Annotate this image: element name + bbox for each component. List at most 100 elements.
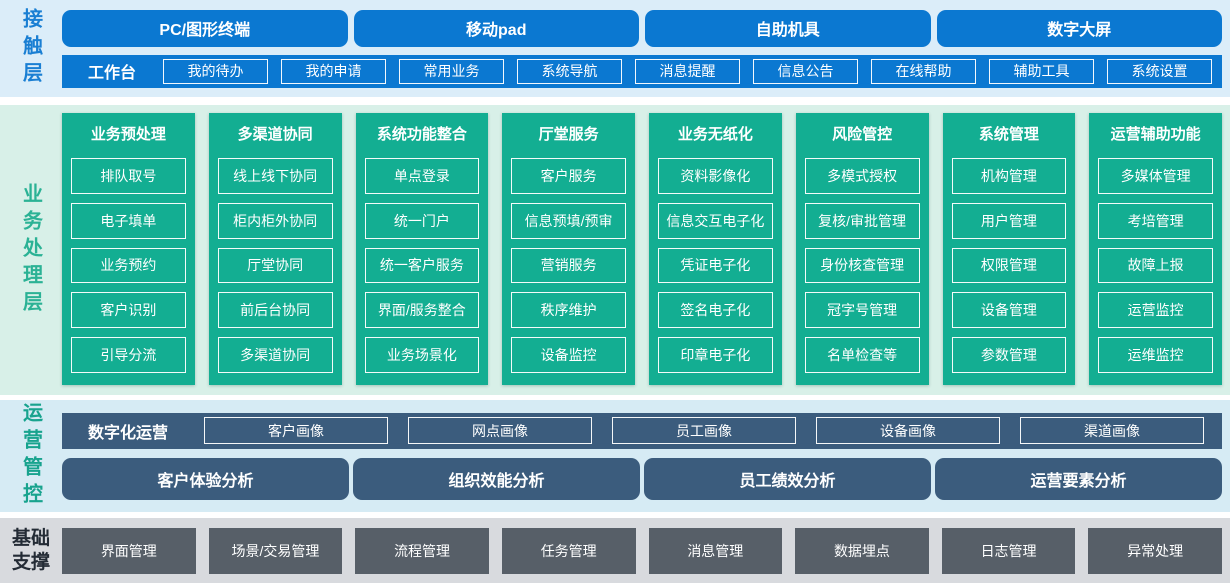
digital-operation-bar: 数字化运营 客户画像 网点画像 员工画像 设备画像 渠道画像	[62, 412, 1222, 449]
module-box: 故障上报	[1098, 247, 1213, 284]
column-hall-service: 厅堂服务 客户服务 信息预填/预审 营销服务 秩序维护 设备监控	[502, 113, 635, 385]
business-layer-label-text: 业务处理层	[19, 182, 42, 318]
analysis-operation-elements: 运营要素分析	[935, 457, 1222, 500]
digital-operation-label: 数字化运营	[88, 424, 169, 442]
contact-layer-content: PC/图形终端 移动pad 自助机具 数字大屏 工作台 我的待办 我的申请 常用…	[62, 0, 1230, 97]
base-ui-management: 界面管理	[62, 527, 196, 574]
column-paperless-business: 业务无纸化 资料影像化 信息交互电子化 凭证电子化 签名电子化 印章电子化	[649, 113, 782, 385]
column-operation-aux-functions: 运营辅助功能 多媒体管理 考培管理 故障上报 运营监控 运维监控	[1089, 113, 1222, 385]
contact-layer-label: 接触层	[0, 0, 62, 97]
module-box: 客户服务	[511, 158, 626, 194]
module-box: 参数管理	[951, 337, 1067, 373]
module-box: 厅堂协同	[217, 247, 333, 284]
workbench-item-common-business: 常用业务	[399, 58, 505, 84]
profile-branch: 网点画像	[408, 417, 593, 444]
module-box: 单点登录	[364, 158, 480, 194]
workbench-item-system-nav: 系统导航	[517, 58, 623, 84]
column-title: 风险管控	[832, 125, 893, 143]
base-process-management: 流程管理	[355, 527, 489, 574]
base-layer-label-text: 基础支撑	[11, 527, 50, 573]
column-business-preprocess: 业务预处理 排队取号 电子填单 业务预约 客户识别 引导分流	[62, 113, 195, 385]
base-message-management: 消息管理	[648, 527, 783, 574]
column-risk-control: 风险管控 多模式授权 复核/审批管理 身份核查管理 冠字号管理 名单检查等	[795, 113, 929, 385]
workbench-item-aux-tools: 辅助工具	[989, 58, 1095, 84]
base-log-management: 日志管理	[941, 527, 1076, 574]
business-layer-label: 业务处理层	[0, 105, 62, 395]
workbench-item-info-notice: 信息公告	[753, 58, 859, 84]
workbench-label: 工作台	[88, 65, 137, 82]
column-title: 多渠道协同	[237, 125, 313, 143]
module-box: 复核/审批管理	[804, 202, 920, 239]
profile-channel: 渠道画像	[1020, 417, 1205, 444]
module-box: 线上线下协同	[217, 158, 333, 194]
base-support-layer: 基础支撑 界面管理 场景/交易管理 流程管理 任务管理 消息管理 数据埋点 日志…	[0, 518, 1230, 583]
analysis-org-efficiency: 组织效能分析	[353, 457, 640, 500]
column-system-management: 系统管理 机构管理 用户管理 权限管理 设备管理 参数管理	[942, 113, 1076, 385]
module-box: 名单检查等	[804, 337, 920, 373]
module-box: 业务场景化	[364, 337, 480, 373]
terminal-digital-screen: 数字大屏	[936, 9, 1222, 47]
terminal-mobile-pad: 移动pad	[353, 9, 639, 47]
module-box: 电子填单	[71, 202, 186, 239]
operations-layer-label-text: 运营管控	[19, 402, 42, 510]
operations-layer-content: 数字化运营 客户画像 网点画像 员工画像 设备画像 渠道画像 客户体验分析 组织…	[62, 400, 1230, 512]
module-box: 用户管理	[951, 202, 1067, 239]
workbench-bar: 工作台 我的待办 我的申请 常用业务 系统导航 消息提醒 信息公告 在线帮助 辅…	[62, 54, 1222, 88]
module-box: 机构管理	[951, 158, 1067, 194]
analysis-row: 客户体验分析 组织效能分析 员工绩效分析 运营要素分析	[62, 457, 1222, 500]
operations-layer-label: 运营管控	[0, 400, 62, 512]
module-box: 考培管理	[1098, 202, 1213, 239]
module-box: 多媒体管理	[1098, 158, 1213, 194]
column-title: 厅堂服务	[538, 125, 599, 143]
section-gap	[0, 512, 1230, 518]
module-box: 信息预填/预审	[511, 202, 626, 239]
workbench-item-message-alert: 消息提醒	[635, 58, 741, 84]
analysis-employee-performance: 员工绩效分析	[644, 457, 931, 500]
module-box: 信息交互电子化	[658, 202, 773, 239]
column-multichannel-collab: 多渠道协同 线上线下协同 柜内柜外协同 厅堂协同 前后台协同 多渠道协同	[208, 113, 342, 385]
workbench-item-system-settings: 系统设置	[1107, 58, 1213, 84]
terminal-self-service: 自助机具	[645, 9, 931, 47]
analysis-customer-experience: 客户体验分析	[62, 457, 349, 500]
module-box: 签名电子化	[658, 292, 773, 329]
base-data-tracking: 数据埋点	[795, 527, 929, 574]
base-layer-content: 界面管理 场景/交易管理 流程管理 任务管理 消息管理 数据埋点 日志管理 异常…	[62, 518, 1230, 583]
module-box: 冠字号管理	[804, 292, 920, 329]
module-box: 统一门户	[364, 202, 480, 239]
section-gap	[0, 395, 1230, 400]
module-box: 客户识别	[71, 292, 186, 329]
module-box: 运营监控	[1098, 292, 1213, 329]
profile-employee: 员工画像	[612, 417, 797, 444]
terminal-row: PC/图形终端 移动pad 自助机具 数字大屏	[62, 9, 1222, 47]
base-exception-handling: 异常处理	[1088, 527, 1222, 574]
module-box: 排队取号	[71, 158, 186, 194]
base-task-management: 任务管理	[501, 527, 636, 574]
terminal-pc: PC/图形终端	[62, 9, 348, 47]
module-box: 统一客户服务	[364, 247, 480, 284]
module-box: 凭证电子化	[658, 247, 773, 284]
base-scene-transaction-management: 场景/交易管理	[208, 527, 343, 574]
module-box: 设备监控	[511, 337, 626, 373]
module-box: 前后台协同	[217, 292, 333, 329]
module-box: 运维监控	[1098, 337, 1213, 373]
column-title: 系统管理	[978, 125, 1039, 143]
module-box: 资料影像化	[658, 158, 773, 194]
module-box: 柜内柜外协同	[217, 202, 333, 239]
workbench-item-applications: 我的申请	[281, 58, 387, 84]
section-gap	[0, 97, 1230, 105]
module-box: 营销服务	[511, 247, 626, 284]
module-box: 多模式授权	[804, 158, 920, 194]
module-box: 设备管理	[951, 292, 1067, 329]
column-title: 运营辅助功能	[1110, 125, 1201, 143]
module-box: 多渠道协同	[217, 337, 333, 373]
profile-customer: 客户画像	[204, 417, 389, 444]
contact-layer: 接触层 PC/图形终端 移动pad 自助机具 数字大屏 工作台 我的待办 我的申…	[0, 0, 1230, 97]
business-processing-layer: 业务处理层 业务预处理 排队取号 电子填单 业务预约 客户识别 引导分流 多渠道…	[0, 105, 1230, 395]
module-box: 秩序维护	[511, 292, 626, 329]
column-system-integration: 系统功能整合 单点登录 统一门户 统一客户服务 界面/服务整合 业务场景化	[355, 113, 489, 385]
module-box: 印章电子化	[658, 337, 773, 373]
column-title: 系统功能整合	[376, 125, 467, 143]
module-box: 权限管理	[951, 247, 1067, 284]
column-title: 业务无纸化	[677, 125, 753, 143]
